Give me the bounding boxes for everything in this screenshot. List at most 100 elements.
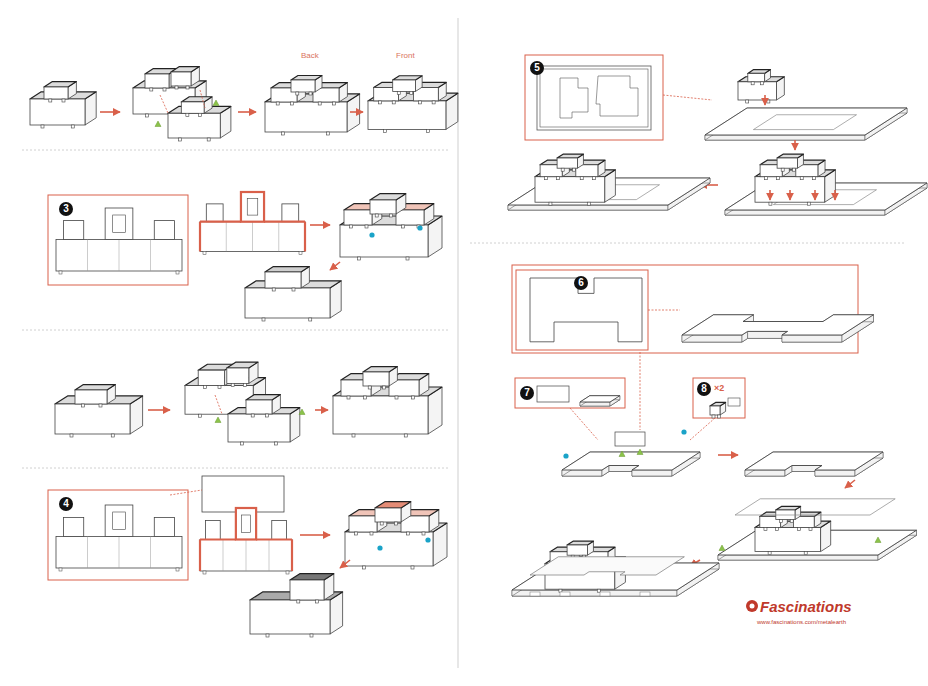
fold-edge bbox=[264, 221, 305, 223]
step-frame bbox=[512, 265, 858, 353]
step-arrow bbox=[789, 190, 791, 200]
tab bbox=[272, 288, 275, 291]
fold-line bbox=[223, 540, 224, 572]
tab bbox=[384, 129, 387, 132]
pattern-flap bbox=[272, 521, 287, 540]
align-triangle bbox=[875, 537, 881, 543]
tab bbox=[426, 129, 429, 132]
leader-line bbox=[640, 352, 641, 430]
pattern-flap bbox=[154, 221, 174, 240]
tab bbox=[364, 396, 367, 399]
slab-edge bbox=[512, 590, 677, 596]
tab bbox=[780, 520, 783, 523]
slab-top bbox=[745, 452, 883, 470]
fold-edge bbox=[304, 222, 306, 252]
tab bbox=[309, 92, 312, 95]
leader-line bbox=[215, 395, 222, 414]
block-front bbox=[738, 82, 777, 100]
building-model bbox=[755, 154, 835, 205]
tab bbox=[395, 396, 398, 399]
tab bbox=[276, 102, 279, 105]
tab bbox=[790, 520, 793, 523]
building-model bbox=[340, 194, 442, 260]
tab bbox=[81, 404, 84, 407]
footprint bbox=[596, 76, 638, 116]
block-front bbox=[375, 508, 401, 522]
leader-line bbox=[200, 90, 205, 108]
building-model bbox=[245, 267, 341, 321]
tab bbox=[198, 113, 201, 116]
building-model bbox=[265, 76, 360, 136]
tab bbox=[775, 528, 778, 531]
slab-top bbox=[580, 396, 620, 402]
tab bbox=[798, 528, 801, 531]
tab bbox=[432, 101, 435, 104]
fold-line bbox=[246, 540, 247, 572]
step-arrow bbox=[300, 534, 330, 536]
step-arrow bbox=[310, 224, 330, 226]
tab bbox=[243, 383, 246, 386]
step-arrow bbox=[845, 480, 855, 488]
callout-number: 7 bbox=[520, 386, 534, 400]
pattern-flap bbox=[206, 521, 221, 540]
tab bbox=[769, 202, 772, 205]
base-plate bbox=[705, 108, 907, 140]
tab bbox=[347, 396, 350, 399]
pattern-body bbox=[56, 240, 182, 272]
block-front bbox=[557, 158, 577, 168]
align-triangle bbox=[213, 100, 219, 106]
tab bbox=[352, 434, 355, 437]
step-arrow bbox=[764, 95, 766, 105]
step-arrow bbox=[718, 454, 738, 456]
tab bbox=[296, 92, 299, 95]
block-top bbox=[567, 541, 593, 545]
tab bbox=[751, 82, 754, 85]
leader-line bbox=[570, 408, 598, 440]
align-triangle bbox=[299, 409, 305, 415]
align-dot bbox=[369, 232, 374, 237]
step-arrow bbox=[315, 409, 328, 411]
block-front bbox=[333, 396, 428, 434]
tab bbox=[549, 202, 552, 205]
block-front bbox=[30, 99, 85, 125]
callout-number: 4 bbox=[59, 497, 73, 511]
flat-piece bbox=[537, 386, 569, 402]
fold-line bbox=[119, 537, 120, 569]
pattern-flap bbox=[113, 512, 126, 530]
pattern-body bbox=[200, 222, 305, 252]
tab bbox=[358, 257, 361, 260]
tab bbox=[327, 132, 330, 135]
tab bbox=[545, 177, 548, 180]
tab bbox=[809, 528, 812, 531]
tab bbox=[410, 91, 413, 94]
callout-number: 5 bbox=[530, 61, 544, 75]
slab-top bbox=[682, 315, 874, 335]
pattern-flap bbox=[105, 505, 133, 537]
roof-panel bbox=[615, 432, 645, 446]
step-arrow bbox=[340, 560, 350, 568]
tab bbox=[368, 386, 371, 389]
block-front bbox=[344, 210, 372, 225]
building-model bbox=[168, 97, 231, 141]
slab-edge bbox=[705, 135, 865, 140]
tab bbox=[71, 125, 74, 128]
frame-assembly bbox=[745, 452, 883, 476]
block-front bbox=[349, 516, 377, 532]
block-front bbox=[168, 113, 220, 138]
flat-pattern-highlighted bbox=[200, 192, 305, 254]
tab bbox=[262, 318, 265, 321]
fold-line bbox=[119, 240, 120, 272]
step-arrow bbox=[330, 262, 340, 270]
block-front bbox=[777, 158, 797, 168]
tab bbox=[404, 434, 407, 437]
pattern-flap bbox=[241, 192, 264, 222]
block-top bbox=[265, 267, 309, 272]
tab bbox=[70, 434, 73, 437]
small-piece bbox=[580, 396, 620, 406]
block-front bbox=[567, 545, 587, 555]
tab bbox=[390, 214, 393, 217]
logo-mark bbox=[750, 604, 755, 609]
block-top bbox=[370, 194, 406, 200]
step-frame bbox=[515, 378, 625, 408]
